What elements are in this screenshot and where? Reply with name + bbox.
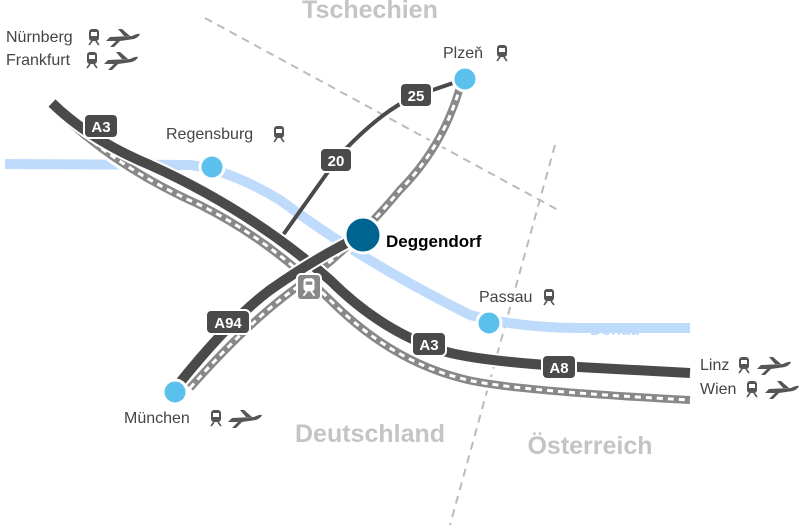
- railway-nuernberg-wien: [46, 100, 691, 407]
- city-label-muenchen: München: [124, 410, 190, 427]
- city-label-nuernberg: Nürnberg: [6, 29, 73, 46]
- plane-icon: [104, 52, 138, 70]
- train-icon: [210, 409, 222, 427]
- shield-20: 20: [319, 147, 353, 173]
- train-icon: [273, 125, 285, 143]
- river-label: Donau: [590, 322, 640, 339]
- city-dot-plzen[interactable]: [451, 65, 479, 93]
- city-label-deggendorf: Deggendorf: [386, 232, 482, 251]
- road-a3-a8: [48, 99, 691, 378]
- city-dot-muenchen[interactable]: [161, 378, 189, 406]
- road-a94: [174, 230, 366, 389]
- city-dot-passau[interactable]: [475, 309, 503, 337]
- svg-text:20: 20: [328, 153, 345, 170]
- train-icon: [746, 380, 758, 398]
- rail-junction-station: [296, 273, 322, 301]
- city-dot-regensburg[interactable]: [198, 153, 226, 181]
- city-dot-deggendorf[interactable]: [343, 215, 383, 255]
- svg-text:A3: A3: [91, 119, 110, 136]
- city-label-regensburg: Regensburg: [166, 126, 253, 143]
- svg-text:A3: A3: [419, 337, 438, 354]
- plane-icon: [106, 29, 140, 47]
- city-label-linz: Linz: [700, 357, 729, 374]
- shield-a3-north: A3: [83, 113, 119, 139]
- river-donau: [4, 159, 690, 333]
- border-de-cz: [204, 17, 559, 211]
- svg-text:A8: A8: [549, 360, 568, 377]
- train-icon: [86, 51, 98, 69]
- city-label-wien: Wien: [700, 381, 736, 398]
- shield-a3-south: A3: [411, 331, 447, 357]
- train-icon: [738, 356, 750, 374]
- svg-text:25: 25: [408, 88, 425, 105]
- border-de-at: [449, 144, 556, 526]
- country-label-austria: Österreich: [527, 431, 652, 460]
- country-label-germany: Deutschland: [295, 420, 445, 448]
- plane-icon: [757, 357, 791, 375]
- city-label-plzen: Plzeň: [443, 45, 483, 62]
- plane-icon: [765, 381, 799, 399]
- svg-text:A94: A94: [214, 315, 242, 332]
- country-label-czech: Tschechien: [302, 0, 438, 24]
- train-icon: [496, 44, 508, 62]
- city-label-frankfurt: Frankfurt: [6, 52, 71, 69]
- city-label-passau: Passau: [479, 289, 532, 306]
- shield-a8: A8: [541, 354, 577, 380]
- shield-25: 25: [399, 82, 433, 108]
- shield-a94: A94: [205, 309, 251, 335]
- train-icon: [543, 288, 555, 306]
- plane-icon: [228, 410, 262, 428]
- train-icon: [88, 28, 100, 46]
